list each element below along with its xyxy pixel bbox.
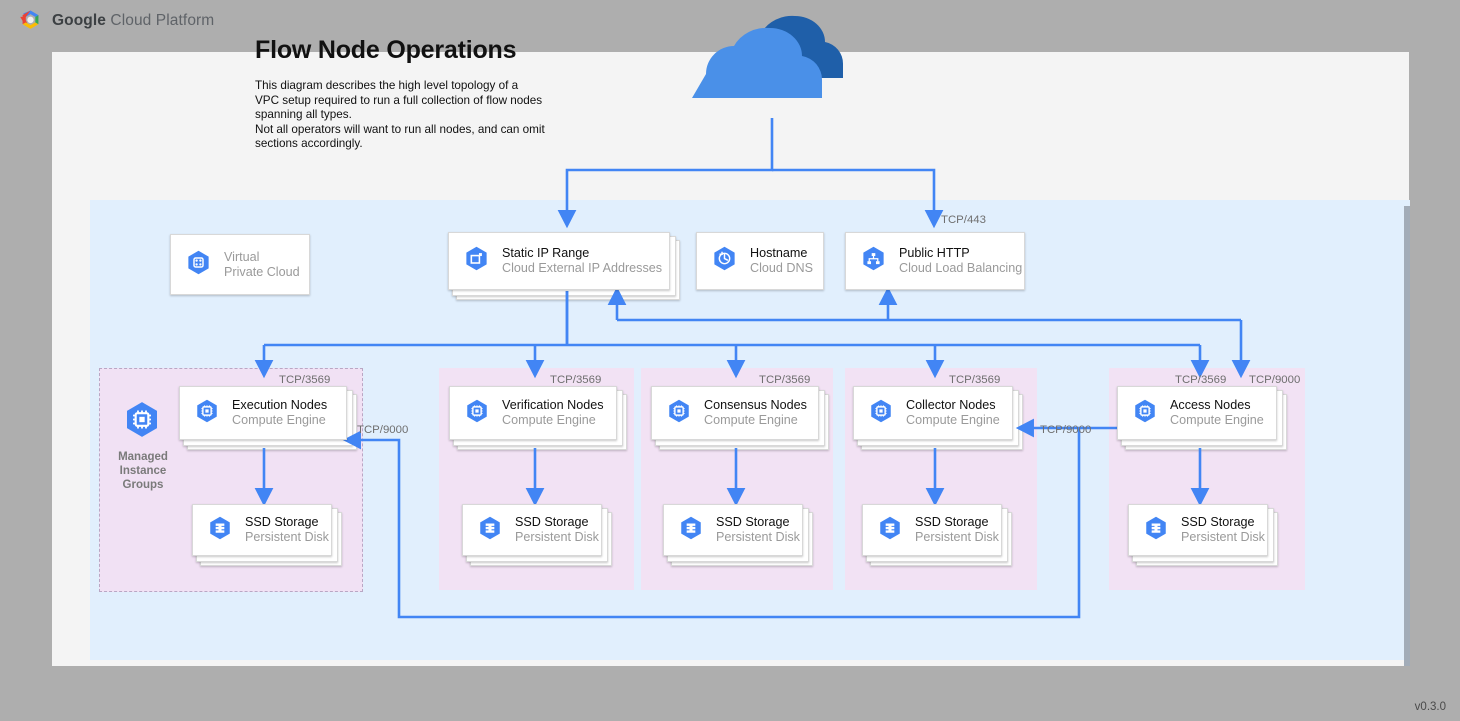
node-title: Verification Nodes (502, 398, 604, 412)
version-label: v0.3.0 (1414, 701, 1446, 713)
port-label-verification-in: TCP/3569 (550, 374, 602, 386)
port-label-https: TCP/443 (941, 214, 986, 226)
persistent-disk-icon (877, 515, 903, 546)
node-subtitle: Compute Engine (704, 413, 798, 427)
node-static-ip-range[interactable]: Static IP Range Cloud External IP Addres… (448, 232, 670, 290)
compute-engine-icon (666, 398, 692, 429)
storage-subtitle: Persistent Disk (716, 530, 800, 544)
node-public-http[interactable]: Public HTTP Cloud Load Balancing (845, 232, 1025, 290)
node-title: Execution Nodes (232, 398, 328, 412)
brand-rest: Cloud Platform (106, 11, 215, 29)
storage-title: SSD Storage (515, 515, 589, 529)
node-subtitle: Private Cloud (224, 264, 300, 279)
persistent-disk-icon (1143, 515, 1169, 546)
node-title: Hostname (750, 246, 808, 260)
brand-bold: Google (52, 11, 106, 29)
internet-cloud-icon (692, 15, 844, 98)
persistent-disk-icon (678, 515, 704, 546)
node-verification-nodes[interactable]: Verification Nodes Compute Engine (449, 386, 617, 440)
storage-execution-ssd[interactable]: SSD Storage Persistent Disk (192, 504, 332, 556)
compute-engine-icon (464, 398, 490, 429)
storage-subtitle: Persistent Disk (915, 530, 999, 544)
node-subtitle: Cloud Load Balancing (899, 261, 1023, 275)
node-virtual-private-cloud[interactable]: Virtual Private Cloud (170, 234, 310, 295)
compute-engine-icon (1132, 398, 1158, 429)
load-balancing-icon (860, 245, 887, 277)
node-title: Virtual (224, 249, 260, 264)
port-label-collector-9000: TCP/9000 (1040, 424, 1092, 436)
compute-engine-icon (868, 398, 894, 429)
node-hostname[interactable]: Hostname Cloud DNS (696, 232, 824, 290)
virtual-private-cloud-icon (185, 249, 212, 281)
managed-instance-groups-label: Managed Instance Groups (108, 450, 178, 492)
page-title: Flow Node Operations (255, 36, 517, 64)
storage-subtitle: Persistent Disk (245, 530, 329, 544)
vpc-region-shadow (1404, 206, 1410, 666)
storage-title: SSD Storage (245, 515, 319, 529)
storage-verification-ssd[interactable]: SSD Storage Persistent Disk (462, 504, 602, 556)
node-subtitle: Compute Engine (232, 413, 326, 427)
google-cloud-logo-icon (18, 8, 43, 33)
storage-subtitle: Persistent Disk (515, 530, 599, 544)
node-subtitle: Cloud DNS (750, 261, 813, 275)
node-collector-nodes[interactable]: Collector Nodes Compute Engine (853, 386, 1013, 440)
persistent-disk-icon (477, 515, 503, 546)
node-subtitle: Compute Engine (906, 413, 1000, 427)
compute-engine-icon (194, 398, 220, 429)
mig-line-1: Managed (118, 451, 168, 463)
node-title: Static IP Range (502, 246, 590, 260)
node-access-nodes[interactable]: Access Nodes Compute Engine (1117, 386, 1277, 440)
static-ip-icon (463, 245, 490, 277)
port-label-collector-in: TCP/3569 (949, 374, 1001, 386)
storage-consensus-ssd[interactable]: SSD Storage Persistent Disk (663, 504, 803, 556)
node-title: Public HTTP (899, 246, 970, 260)
node-subtitle: Cloud External IP Addresses (502, 261, 663, 275)
storage-title: SSD Storage (1181, 515, 1255, 529)
storage-access-ssd[interactable]: SSD Storage Persistent Disk (1128, 504, 1268, 556)
mig-line-2: Instance (119, 465, 167, 477)
storage-collector-ssd[interactable]: SSD Storage Persistent Disk (862, 504, 1002, 556)
storage-title: SSD Storage (716, 515, 790, 529)
node-subtitle: Compute Engine (502, 413, 596, 427)
node-execution-nodes[interactable]: Execution Nodes Compute Engine (179, 386, 347, 440)
node-subtitle: Compute Engine (1170, 413, 1264, 427)
mig-line-3: Groups (122, 479, 164, 491)
node-consensus-nodes[interactable]: Consensus Nodes Compute Engine (651, 386, 819, 440)
node-title: Access Nodes (1170, 398, 1251, 412)
cloud-dns-icon (711, 245, 738, 277)
storage-subtitle: Persistent Disk (1181, 530, 1265, 544)
storage-title: SSD Storage (915, 515, 989, 529)
port-label-access-in-2: TCP/9000 (1249, 374, 1301, 386)
brand-bar: Google Cloud Platform (18, 8, 214, 33)
persistent-disk-icon (207, 515, 233, 546)
managed-instance-group-icon (122, 398, 162, 446)
node-title: Consensus Nodes (704, 398, 807, 412)
port-label-exec-9000: TCP/9000 (357, 424, 409, 436)
port-label-consensus-in: TCP/3569 (759, 374, 811, 386)
node-title: Collector Nodes (906, 398, 996, 412)
brand-label: Google Cloud Platform (52, 12, 214, 30)
port-label-execution-in: TCP/3569 (279, 374, 331, 386)
page-description: This diagram describes the high level to… (255, 79, 545, 151)
port-label-access-in: TCP/3569 (1175, 374, 1227, 386)
